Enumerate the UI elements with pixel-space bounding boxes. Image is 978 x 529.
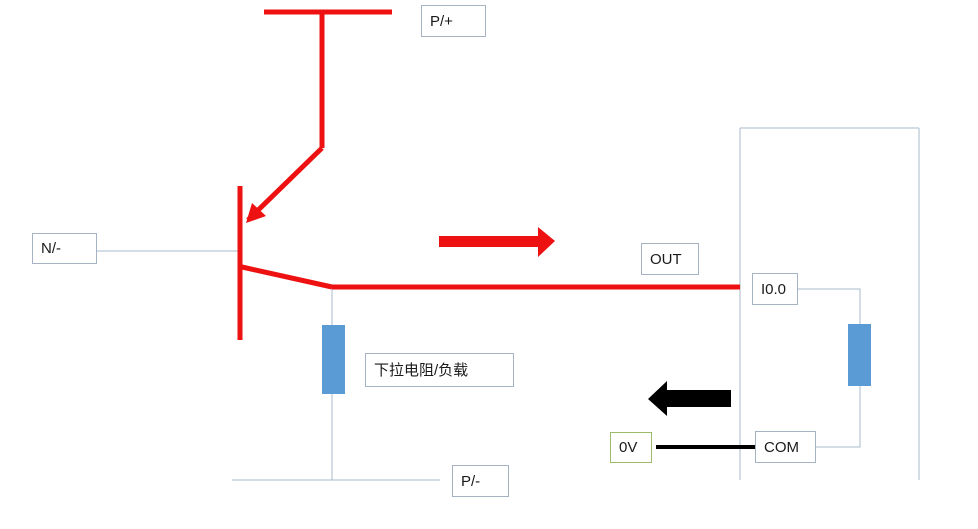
- pulldown-resistor-label: 下拉电阻/负载: [365, 353, 514, 387]
- arrow-left-icon: [648, 381, 731, 416]
- i00-input-label: I0.0: [752, 273, 798, 305]
- arrow-right-icon: [439, 227, 555, 257]
- out-label: OUT: [641, 243, 699, 275]
- n-minus-label: N/-: [32, 233, 97, 264]
- pulldown-resistor-icon: [322, 325, 345, 394]
- emitter-arrowhead-icon: [246, 203, 266, 223]
- collector-diagonal: [241, 264, 333, 290]
- p-plus-label: P/+: [421, 5, 486, 37]
- p-minus-label: P/-: [452, 465, 509, 497]
- emitter-diagonal: [246, 146, 324, 222]
- com-terminal-label: COM: [755, 431, 816, 463]
- plc-input-resistor-icon: [848, 324, 871, 386]
- zero-v-label: 0V: [610, 432, 652, 463]
